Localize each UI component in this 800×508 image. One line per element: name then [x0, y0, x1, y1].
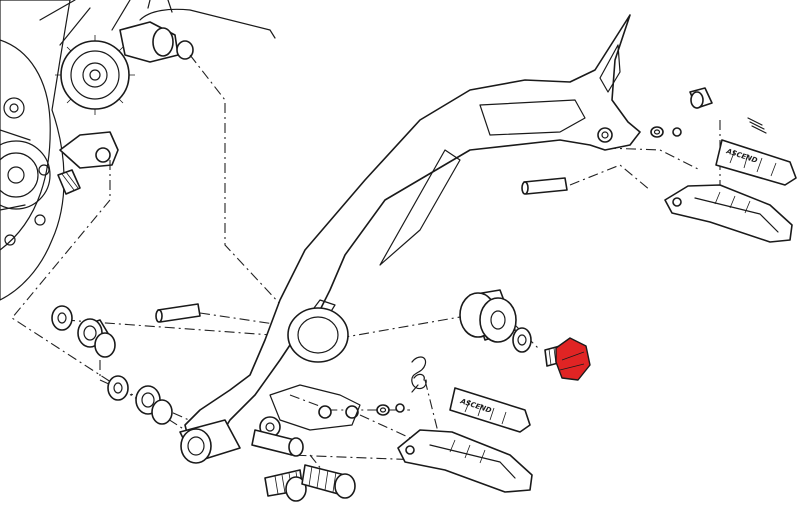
mounting-boss	[57, 131, 119, 195]
footpeg-lower	[397, 429, 533, 493]
footpeg-rubber-lower: ASCEND	[449, 387, 531, 433]
footpeg-rubber-upper: ASCEND	[715, 139, 797, 186]
bolt-center	[251, 429, 304, 457]
shaft-spindle	[119, 0, 276, 63]
small-washer-center-b	[395, 403, 405, 413]
washer-center	[512, 327, 532, 353]
dowel-pin-right	[521, 177, 568, 195]
front-sprocket	[39, 0, 135, 115]
highlighted-pivot-bolt[interactable]	[544, 337, 591, 381]
washer-left-lower	[107, 375, 129, 401]
return-spring	[411, 356, 427, 393]
bolt-right	[301, 464, 356, 499]
roller-bushing	[459, 289, 517, 343]
peg-pin-upper	[689, 87, 713, 109]
footpeg-upper	[664, 184, 793, 243]
small-washer-center-a	[376, 404, 390, 416]
bolt-left	[264, 469, 307, 502]
small-washer-right-b	[672, 127, 682, 137]
engine-case	[0, 0, 71, 301]
rearset-bracket	[184, 14, 641, 456]
pivot-bushing	[179, 419, 241, 464]
spring-upper	[747, 117, 767, 134]
small-washer-right-a	[650, 126, 664, 138]
dowel-pin-left	[155, 303, 201, 323]
highlighted-bolt-head[interactable]	[555, 337, 591, 381]
spacer-left-lower	[135, 385, 173, 425]
washer-left-upper	[51, 305, 73, 331]
spacer-left-upper	[77, 318, 116, 358]
